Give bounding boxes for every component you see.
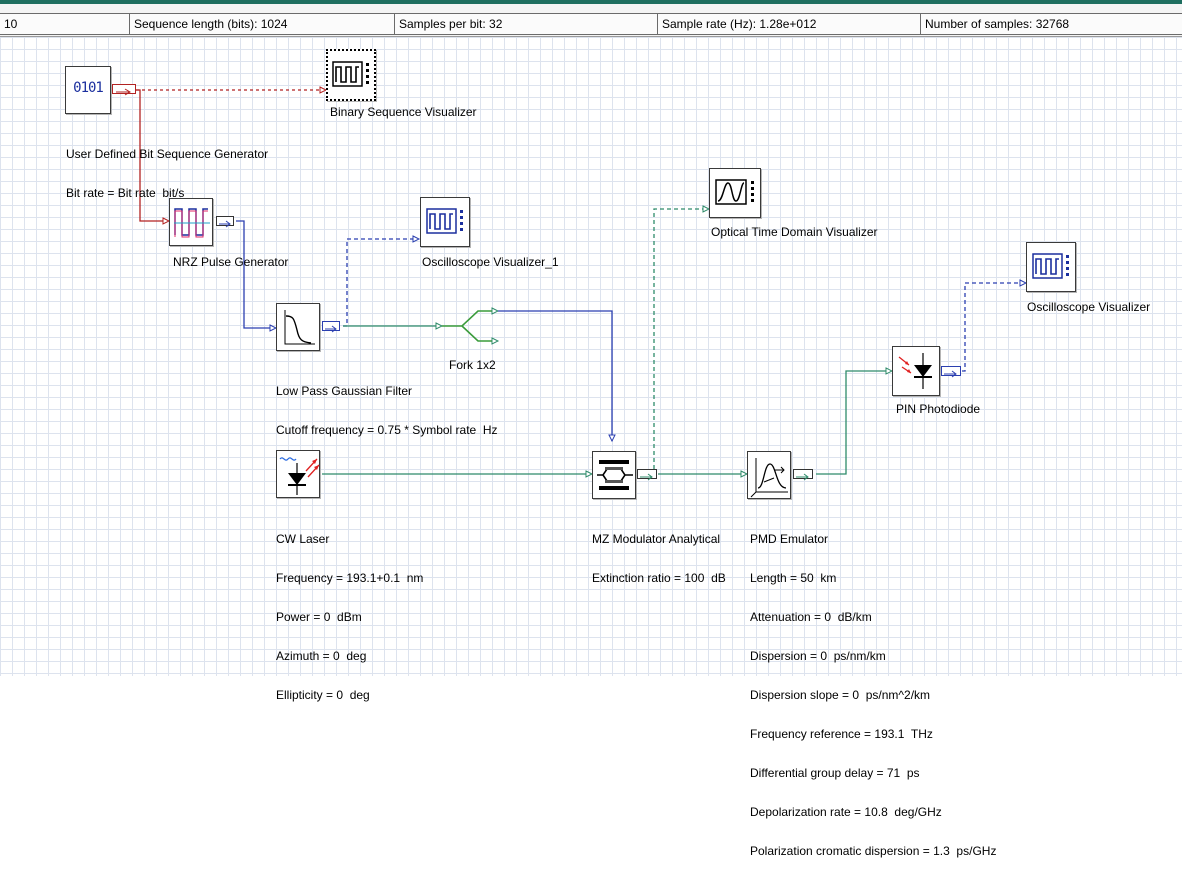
component-param: Azimuth = 0 deg — [276, 649, 367, 663]
component-param: Attenuation = 0 dB/km — [750, 610, 872, 624]
optical-waveform-icon — [715, 179, 754, 205]
mz-modulator[interactable] — [592, 451, 636, 499]
filter-output-port[interactable] — [322, 321, 340, 333]
component-name: MZ Modulator Analytical — [592, 532, 721, 546]
nrz-pulse-icon — [174, 208, 210, 238]
laser-diode-icon — [279, 457, 320, 495]
layout-canvas[interactable]: 0101 User Defined Bit Sequence Generator… — [0, 37, 1182, 858]
port-arrow-icon — [116, 88, 131, 96]
nrz-output-port[interactable] — [216, 216, 234, 228]
component-param: Length = 50 km — [750, 571, 837, 585]
mz-modulator-label: MZ Modulator Analytical Extinction ratio… — [592, 507, 726, 611]
binary-sequence-visualizer-label: Binary Sequence Visualizer — [330, 105, 477, 119]
pmd-emulator[interactable] — [747, 451, 791, 499]
sequence-length-cell[interactable]: Sequence length (bits): 1024 — [130, 14, 395, 34]
mach-zehnder-icon — [597, 460, 633, 490]
bit-sequence-generator-label: User Defined Bit Sequence Generator Bit … — [66, 122, 268, 226]
low-pass-gaussian-filter[interactable] — [276, 303, 320, 351]
oscilloscope-visualizer-1-label: Oscilloscope Visualizer_1 — [422, 255, 559, 269]
port-arrow-icon — [796, 473, 809, 481]
component-name: Low Pass Gaussian Filter — [276, 384, 413, 398]
title-accent-strip — [0, 0, 1182, 4]
number-of-samples-cell[interactable]: Number of samples: 32768 — [925, 17, 1070, 31]
nrz-pulse-generator[interactable] — [169, 198, 213, 246]
component-param: Extinction ratio = 100 dB — [592, 571, 726, 585]
component-param: Cutoff frequency = 0.75 * Symbol rate Hz — [276, 423, 498, 437]
component-name: User Defined Bit Sequence Generator — [66, 147, 269, 161]
component-param: Power = 0 dBm — [276, 610, 362, 624]
component-param: Dispersion slope = 0 ps/nm^2/km — [750, 688, 931, 702]
optical-time-domain-visualizer-label: Optical Time Domain Visualizer — [711, 225, 878, 239]
cw-laser-label: CW Laser Frequency = 193.1+0.1 nm Power … — [276, 507, 423, 728]
component-name: CW Laser — [276, 532, 330, 546]
port-arrow-icon — [944, 370, 957, 378]
pmd-emulator-icon — [750, 458, 788, 498]
oscilloscope-icon — [426, 208, 463, 234]
component-param: Frequency = 193.1+0.1 nm — [276, 571, 424, 585]
param-cell-0[interactable]: 10 — [0, 14, 130, 34]
nrz-pulse-generator-label: NRZ Pulse Generator — [173, 255, 289, 269]
component-param: Dispersion = 0 ps/nm/km — [750, 649, 886, 663]
component-param: Frequency reference = 193.1 THz — [750, 727, 933, 741]
bit-generator-output-port[interactable] — [112, 84, 136, 96]
window-top-bar: 10 Sequence length (bits): 1024 Samples … — [0, 0, 1182, 37]
pmd-output-port[interactable] — [793, 469, 813, 481]
bit-sequence-generator[interactable]: 0101 — [65, 66, 111, 114]
oscilloscope-visualizer-1[interactable] — [420, 197, 470, 247]
sample-rate-cell[interactable]: Sample rate (Hz): 1.28e+012 — [658, 14, 921, 34]
photodiode-output-port[interactable] — [941, 366, 961, 378]
component-param: Bit rate = Bit rate bit/s — [66, 186, 185, 200]
component-param: Depolarization rate = 10.8 deg/GHz — [750, 805, 942, 819]
bit-sequence-icon: 0101 — [73, 80, 104, 96]
pin-photodiode-label: PIN Photodiode — [896, 402, 981, 416]
binary-sequence-visualizer[interactable] — [326, 49, 376, 101]
pmd-emulator-label: PMD Emulator Length = 50 km Attenuation … — [750, 507, 996, 884]
port-arrow-icon — [640, 473, 653, 481]
lowpass-filter-icon — [284, 310, 315, 345]
port-arrow-icon — [325, 325, 337, 333]
low-pass-filter-label: Low Pass Gaussian Filter Cutoff frequenc… — [276, 359, 498, 463]
modulator-output-port[interactable] — [637, 469, 657, 481]
component-param: Differential group delay = 71 ps — [750, 766, 920, 780]
photodiode-icon — [898, 353, 932, 389]
cw-laser[interactable] — [276, 450, 320, 498]
oscilloscope-visualizer[interactable] — [1026, 242, 1076, 292]
oscilloscope-visualizer-label: Oscilloscope Visualizer — [1027, 300, 1151, 314]
samples-per-bit-cell[interactable]: Samples per bit: 32 — [395, 14, 658, 34]
pin-photodiode[interactable] — [892, 346, 940, 396]
port-arrow-icon — [219, 220, 231, 228]
global-parameters-bar: 10 Sequence length (bits): 1024 Samples … — [0, 13, 1182, 35]
fork-label: Fork 1x2 — [449, 358, 496, 372]
optical-time-domain-visualizer[interactable] — [709, 168, 761, 218]
component-param: Ellipticity = 0 deg — [276, 688, 370, 702]
pulse-train-icon — [332, 61, 369, 87]
component-name: PMD Emulator — [750, 532, 829, 546]
component-param: Polarization cromatic dispersion = 1.3 p… — [750, 844, 997, 858]
oscilloscope-icon — [1032, 253, 1069, 279]
